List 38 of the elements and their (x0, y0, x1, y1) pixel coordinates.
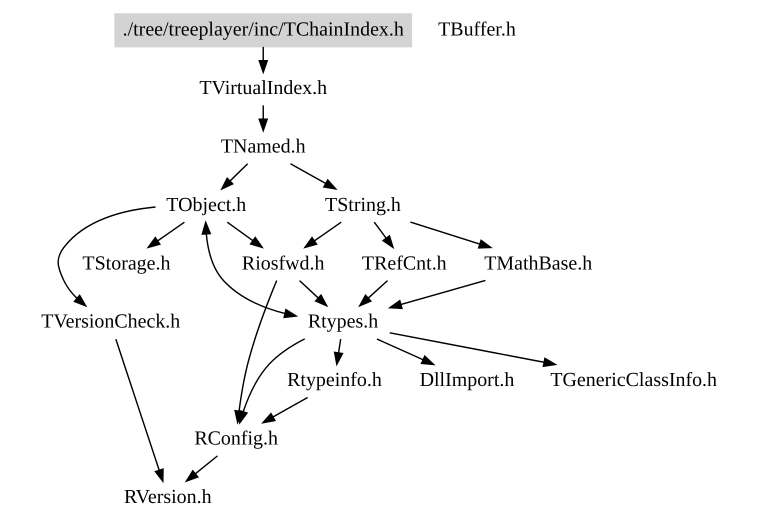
arrow (298, 280, 328, 308)
arrow (387, 280, 486, 310)
node-text: TStorage.h (82, 252, 170, 274)
arrow (114, 338, 164, 484)
arrow (389, 332, 557, 368)
node-text: TVersionCheck.h (40, 310, 180, 333)
arrow (260, 396, 308, 424)
node-text: TObject.h (166, 194, 246, 216)
arrow (184, 455, 218, 482)
arrow (258, 105, 268, 133)
node-text: Riosfwd.h (241, 252, 324, 274)
node-text: DllImport.h (419, 369, 514, 392)
node-text: Rtypeinfo.h (286, 369, 382, 392)
node-text: TString.h (324, 194, 400, 216)
node-text: TBuffer.h (438, 18, 516, 41)
node-text: TRefCnt.h (361, 252, 446, 274)
arrow (226, 222, 264, 249)
arrow (373, 222, 394, 250)
arrow (376, 338, 436, 366)
arrow (358, 280, 388, 308)
arrow (200, 220, 298, 318)
node-text: TMathBase.h (484, 252, 592, 274)
arrow (410, 221, 492, 249)
node-text: RConfig.h (194, 428, 278, 450)
node-text: RVersion.h (123, 486, 212, 508)
arrow (302, 222, 342, 249)
arrow (56, 206, 156, 308)
arrow (220, 163, 248, 190)
arrow (146, 222, 184, 249)
arrow (333, 338, 344, 366)
node-text: TGenericClassInfo.h (550, 369, 717, 392)
node-box: ./tree/treeplayer/inc/TChainIndex.h (114, 13, 412, 48)
arrow (290, 163, 338, 190)
node-text: TVirtualIndex.h (198, 77, 327, 100)
node-text: TNamed.h (220, 135, 306, 158)
node-text: Rtypes.h (307, 310, 378, 333)
arrow (258, 46, 268, 74)
arrow (238, 338, 305, 425)
